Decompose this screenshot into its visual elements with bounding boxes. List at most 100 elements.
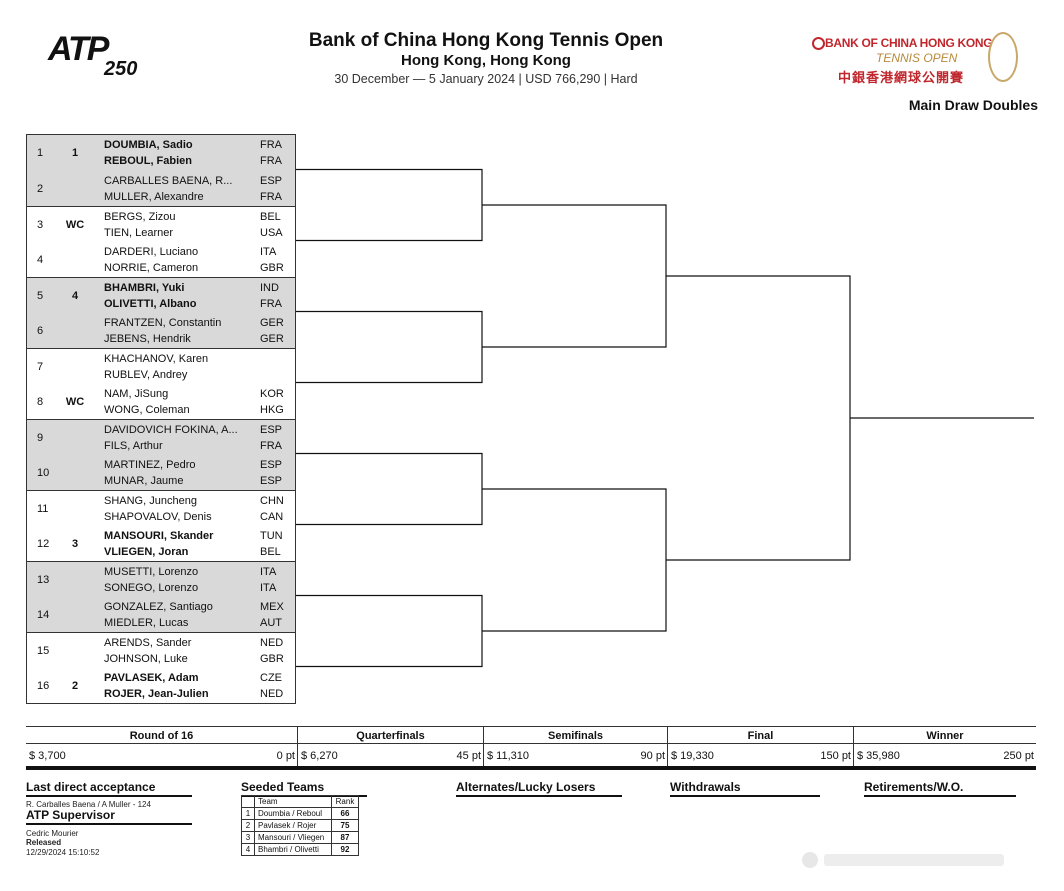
player-2-country: GER	[260, 332, 284, 345]
draw-position: 14	[37, 608, 50, 621]
player-2-country: FRA	[260, 298, 282, 310]
player-1-country: BEL	[260, 211, 281, 223]
prize-money: $ 35,980	[857, 750, 900, 762]
draw-position: 16	[37, 679, 50, 692]
atp-250-logo: ATP 250	[48, 32, 148, 80]
draw-position: 4	[37, 253, 44, 266]
sponsor-logo-line3: 中銀香港網球公開賽	[838, 70, 965, 85]
seed-number: 4	[241, 843, 255, 856]
prize-mid-rule	[26, 743, 297, 744]
release-timestamp: 12/29/2024 15:10:52	[26, 848, 100, 857]
prize-money: $ 6,270	[301, 750, 338, 762]
draw-position: 1	[37, 147, 44, 159]
seed-col-blank	[241, 795, 255, 808]
prize-mid-rule	[668, 743, 853, 744]
seed-or-entry: 1	[71, 147, 79, 159]
prize-round-label: Winner	[926, 730, 964, 742]
player-1-country: ESP	[260, 174, 283, 187]
prize-points: 90 pt	[640, 750, 665, 762]
player-2-country: ITA	[260, 582, 277, 594]
tournament-info: 30 December — 5 January 2024 | USD 766,2…	[334, 72, 638, 86]
tournament-title: Bank of China Hong Kong Tennis Open	[308, 30, 664, 51]
prize-money: $ 3,700	[29, 750, 66, 762]
seeded-header-row: Team Rank	[241, 795, 359, 808]
watermark-icon	[802, 852, 818, 868]
seed-team: Bhambri / Olivetti	[254, 843, 332, 856]
player-1-country: FRA	[260, 139, 282, 151]
seed-number: 1	[241, 807, 255, 820]
bracket-quarterfinal-connector	[296, 594, 483, 668]
draw-position: 3	[37, 219, 44, 231]
draw-position: 5	[37, 290, 44, 302]
alternates-heading: Alternates/Lucky Losers	[456, 780, 622, 797]
prize-mid-rule	[484, 743, 667, 744]
player-2-country: ESP	[260, 474, 283, 487]
last-direct-acceptance-heading: Last direct acceptance	[26, 780, 192, 797]
draw-position: 12	[37, 537, 50, 550]
withdrawals-heading: Withdrawals	[670, 780, 820, 797]
atp-logo-word: ATP	[48, 30, 110, 68]
bracket-final-connector	[666, 275, 851, 561]
sponsor-logo: BANK OF CHINA HONG KONG TENNIS OPEN 中銀香港…	[810, 32, 1024, 90]
prize-col-semifinals: Semifinals $ 11,310 90 pt	[483, 726, 667, 766]
player-1-country: IND	[260, 282, 279, 294]
player-2-country: USA	[260, 227, 283, 239]
player-1-country: MEX	[260, 600, 284, 613]
prize-col-round-of-16: Round of 16 $ 3,700 0 pt	[26, 726, 297, 766]
player-1-country: NED	[260, 637, 284, 649]
player-2-country: AUT	[260, 616, 282, 629]
bracket-quarterfinal-connector	[296, 310, 483, 384]
bracket-semifinal-connector	[482, 488, 667, 632]
seed-col-rank: Rank	[331, 795, 359, 808]
seed-number: 2	[241, 819, 255, 832]
draw-position: 10	[37, 466, 50, 479]
draw-position: 7	[37, 361, 44, 373]
seed-rank: 87	[331, 831, 359, 844]
seed-rank: 92	[331, 843, 359, 856]
draw-position: 8	[37, 395, 44, 408]
prize-money-table: Round of 16 $ 3,700 0 pt Quarterfinals $…	[26, 726, 1036, 770]
prize-points: 250 pt	[1003, 750, 1034, 762]
prize-round-label: Semifinals	[547, 730, 604, 742]
sponsor-logo-line1: BANK OF CHINA HONG KONG	[825, 36, 993, 50]
bracket-quarterfinal-connector	[296, 452, 483, 526]
supervisor-name: Cedric Mourier	[26, 829, 79, 838]
bank-mark-icon	[812, 37, 825, 50]
player-1-country: CHN	[260, 495, 284, 507]
tournament-location: Hong Kong, Hong Kong	[401, 52, 571, 69]
draw-type-label: Main Draw Doubles	[908, 97, 1038, 113]
draw-position: 13	[37, 574, 50, 586]
seed-team: Mansouri / Vliegen	[254, 831, 332, 844]
prize-top-rule	[26, 726, 1036, 727]
player-1-country: ESP	[260, 458, 283, 471]
seed-or-entry: 3	[71, 537, 79, 550]
seed-or-entry: WC	[65, 395, 85, 408]
seed-team: Pavlasek / Rojer	[254, 819, 332, 832]
player-2-country: FRA	[260, 190, 282, 203]
prize-round-label: Final	[747, 730, 774, 742]
player-2-country: FRA	[260, 155, 282, 167]
draw-position: 9	[37, 432, 44, 444]
player-1-country: CZE	[260, 671, 282, 684]
player-1-country: ESP	[260, 424, 283, 436]
draw-position: 15	[37, 645, 50, 657]
sponsor-logo-line2: TENNIS OPEN	[876, 51, 958, 65]
prize-round-label: Round of 16	[129, 730, 194, 742]
seed-number: 3	[241, 831, 255, 844]
prize-points: 45 pt	[456, 750, 481, 762]
prize-points: 0 pt	[276, 750, 295, 762]
draw-position: 2	[37, 182, 44, 195]
seed-col-team: Team	[254, 795, 332, 808]
prize-col-winner: Winner $ 35,980 250 pt	[853, 726, 1036, 766]
prize-bottom-rule	[26, 766, 1036, 770]
player-2-country: GBR	[260, 653, 284, 665]
